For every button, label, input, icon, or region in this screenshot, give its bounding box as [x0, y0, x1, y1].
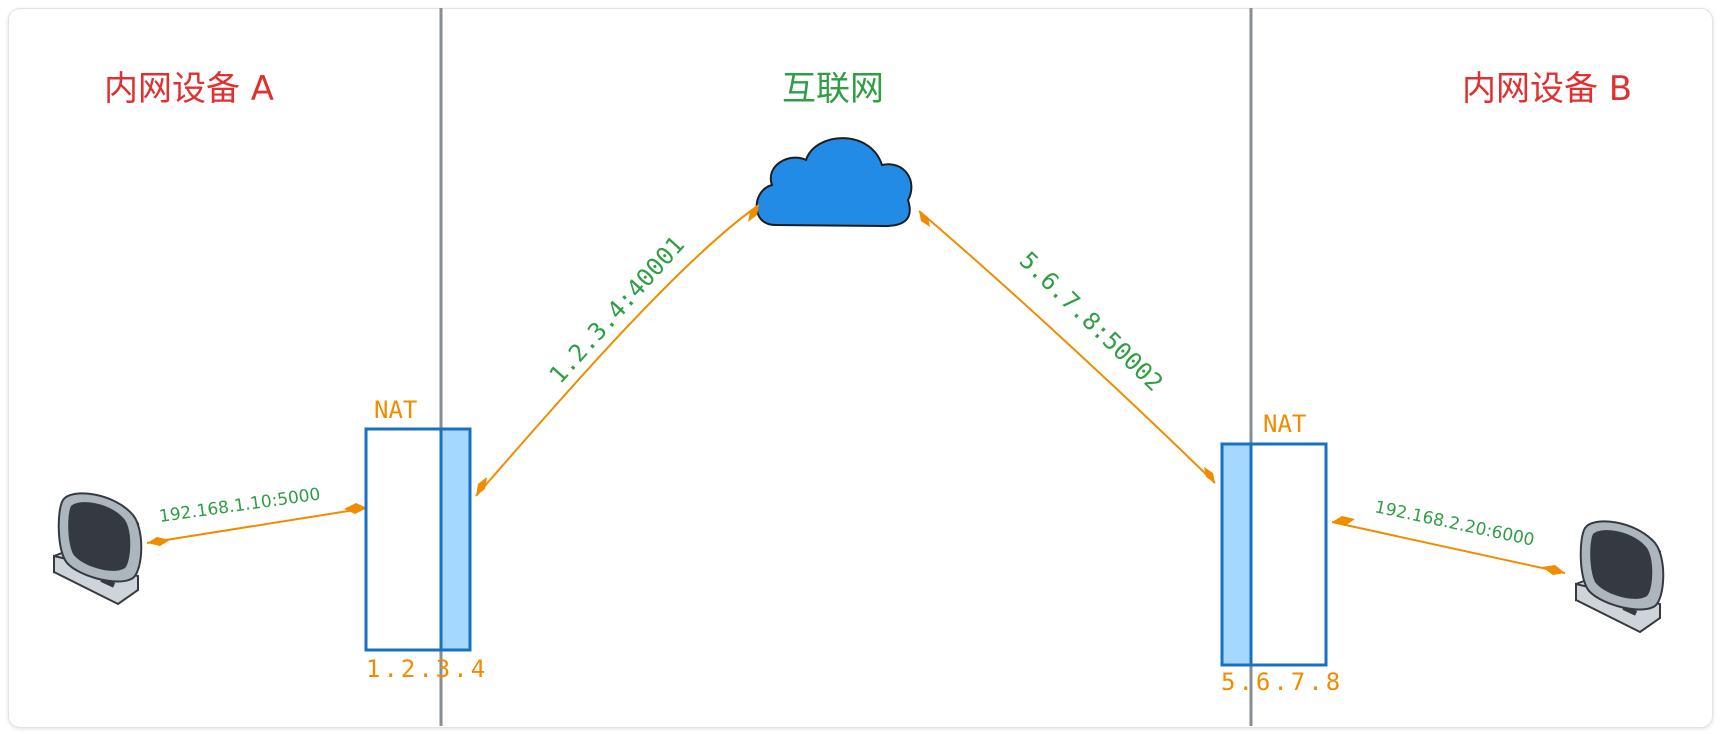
- label-public-a: 1.2.3.4:40001: [544, 231, 691, 389]
- diagram-canvas: [8, 8, 1713, 728]
- label-device-b: 192.168.2.20:6000: [1373, 497, 1536, 550]
- arrowheads: [147, 205, 1565, 575]
- nat-b-ip: 5.6.7.8: [1221, 668, 1343, 696]
- label-device-a: 192.168.1.10:5000: [158, 485, 322, 527]
- link-public-b: [918, 210, 1216, 484]
- diamond-icon: [1204, 467, 1215, 483]
- label-public-b: 5.6.7.8:50002: [1014, 246, 1169, 397]
- computer-icon-a: [53, 492, 143, 606]
- cloud-icon: [755, 137, 913, 228]
- link-device-a: [146, 507, 368, 544]
- diamond-icon: [476, 477, 487, 496]
- link-device-b: [1331, 521, 1566, 574]
- link-public-a: [475, 204, 760, 497]
- zone-title-center: 互联网: [782, 69, 884, 109]
- diamond-icon: [147, 537, 170, 546]
- diamond-icon: [748, 205, 759, 222]
- diamond-icon: [1332, 516, 1355, 526]
- diamond-icon: [919, 211, 930, 227]
- nat-b: NAT 5.6.7.8: [1220, 410, 1343, 696]
- zone-title-left: 内网设备 A: [104, 69, 274, 109]
- diamond-icon: [1542, 565, 1565, 575]
- diamond-icon: [344, 503, 367, 514]
- nat-b-label: NAT: [1263, 410, 1306, 438]
- zone-title-right: 内网设备 B: [1462, 69, 1632, 109]
- nat-a-label: NAT: [374, 396, 417, 424]
- computer-icon-b: [1575, 520, 1665, 634]
- nat-a: NAT 1.2.3.4: [364, 396, 488, 683]
- nat-a-ip: 1.2.3.4: [366, 655, 488, 683]
